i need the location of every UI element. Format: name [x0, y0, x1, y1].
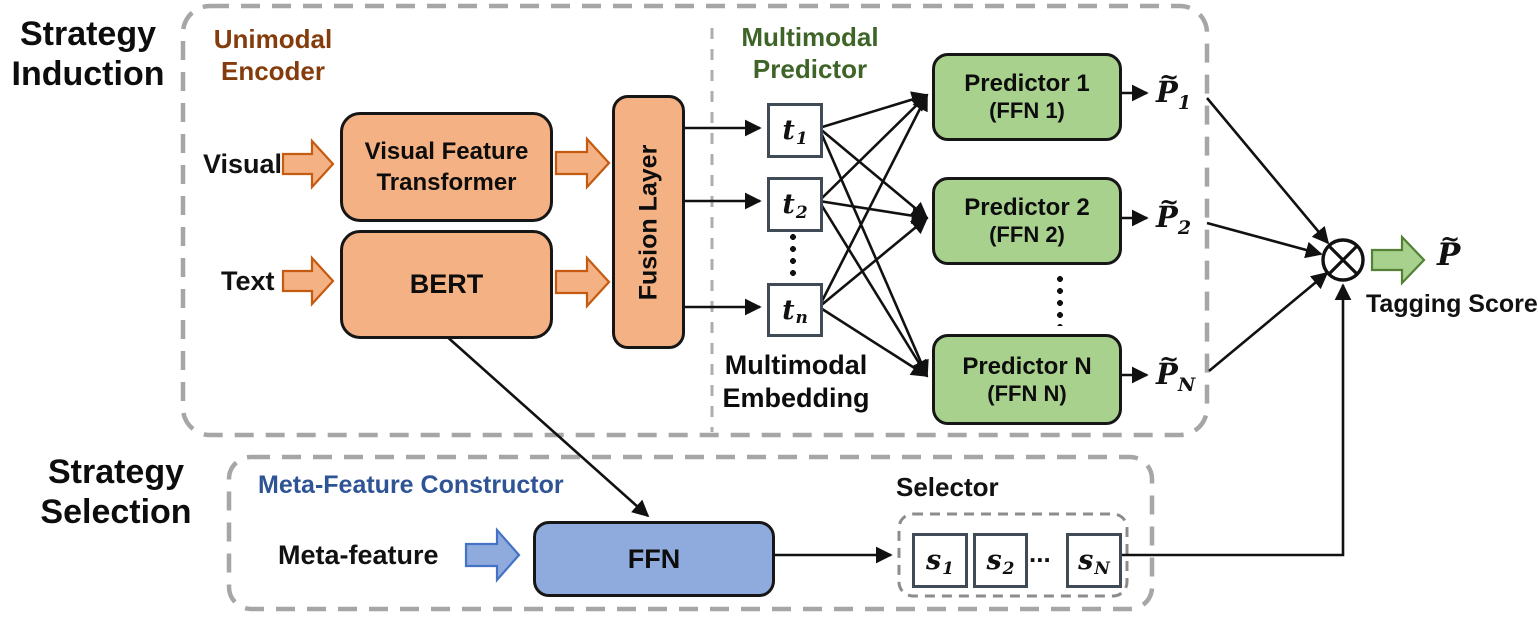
predictor-n-sublabel: (FFN N)	[987, 380, 1067, 406]
predictor-1-sublabel: (FFN 1)	[989, 98, 1065, 123]
tilde-accent: ~	[1159, 187, 1180, 216]
output-p1: ~P1	[1156, 65, 1192, 115]
connector-out2-mult	[1206, 221, 1323, 259]
token-predictor-connectors	[817, 91, 929, 378]
slot-s1-sub: 1	[942, 559, 955, 579]
tagging-score-arrow	[1370, 234, 1426, 286]
multiply-icon	[1321, 238, 1365, 282]
predictor-1-label: Predictor 1	[964, 70, 1090, 97]
ffn-label: FFN	[627, 543, 681, 574]
predictor-n-box: Predictor N (FFN N)	[932, 334, 1122, 425]
bert-box: BERT	[340, 230, 553, 339]
predictor-2-box: Predictor 2 (FFN 2)	[932, 177, 1122, 265]
visual-input-arrow	[281, 138, 335, 190]
fusion-layer-box: Fusion Layer	[612, 95, 685, 349]
token-tn-sub: n	[795, 308, 808, 328]
output-pn: ~PN	[1156, 347, 1196, 397]
unimodal-encoder-label: Unimodal Encoder	[213, 24, 333, 86]
meta-feature-label: Meta-feature	[278, 540, 439, 570]
selector-container-border	[897, 512, 1129, 598]
multimodal-embedding-label: Multimodal Embedding	[722, 350, 870, 413]
ffn-box: FFN	[533, 521, 775, 597]
predictor-n-label: Predictor N	[962, 352, 1092, 380]
selection-region-border	[226, 454, 1155, 612]
slot-sn-sub: N	[1094, 559, 1110, 579]
tagging-score-base: P	[1437, 237, 1461, 273]
slot-sn-base: s	[1078, 545, 1094, 576]
meta-feature-arrow	[464, 527, 521, 583]
slot-ellipsis: ...	[1029, 538, 1051, 568]
bert-label: BERT	[409, 269, 484, 299]
token-t2-sub: 2	[795, 203, 808, 223]
output-p1-sub: 1	[1177, 92, 1192, 114]
text-input-label: Text	[221, 266, 275, 296]
output-pn-base: P	[1156, 357, 1178, 391]
tilde-accent: ~	[1159, 344, 1180, 373]
slot-s2-base: s	[986, 545, 1002, 576]
text-input-arrow	[281, 255, 335, 307]
slot-s1-base: s	[925, 545, 942, 576]
strategy-induction-title: Strategy Induction	[11, 15, 165, 94]
output-pn-sub: N	[1177, 374, 1196, 396]
vft-label: Visual Feature Transformer	[364, 137, 529, 196]
tilde-accent: ~	[1440, 224, 1461, 253]
output-p1-base: P	[1156, 75, 1178, 109]
connector-outN-mult	[1208, 271, 1329, 373]
strategy-selection-title: Strategy Selection	[40, 453, 192, 532]
token-tn-base: t	[782, 294, 795, 326]
slot-s2-sub: 2	[1002, 559, 1015, 579]
multimodal-predictor-label: Multimodal Predictor	[741, 22, 879, 84]
token-t2-base: t	[782, 189, 795, 220]
token-ellipsis-dots	[789, 232, 797, 279]
connector-out1-mult	[1206, 97, 1330, 245]
bert-fusion-arrow	[554, 255, 611, 309]
vft-fusion-arrow	[554, 136, 611, 190]
tilde-accent: ~	[1159, 62, 1180, 91]
connector-selector-mult	[1118, 283, 1352, 557]
predictor-1-box: Predictor 1 (FFN 1)	[932, 53, 1122, 141]
predictor-2-label: Predictor 2	[964, 194, 1090, 221]
output-p2: ~P2	[1156, 190, 1192, 240]
output-p2-base: P	[1156, 200, 1178, 234]
meta-feature-constructor-label: Meta-Feature Constructor	[258, 471, 564, 499]
tagging-score-symbol: ~P	[1437, 227, 1461, 273]
connector-bert-ffn	[443, 333, 650, 518]
predictor-2-sublabel: (FFN 2)	[989, 222, 1065, 247]
visual-feature-transformer-box: Visual Feature Transformer	[340, 112, 553, 222]
tagging-score-label: Tagging Score	[1366, 290, 1538, 318]
visual-input-label: Visual	[203, 149, 283, 179]
output-p2-sub: 2	[1177, 217, 1192, 239]
fusion-layer-label: Fusion Layer	[634, 144, 662, 300]
selector-label: Selector	[896, 472, 999, 502]
token-t1-sub: 1	[795, 129, 808, 149]
predictor-ellipsis-dots	[1056, 274, 1064, 326]
token-t1-base: t	[782, 115, 795, 146]
